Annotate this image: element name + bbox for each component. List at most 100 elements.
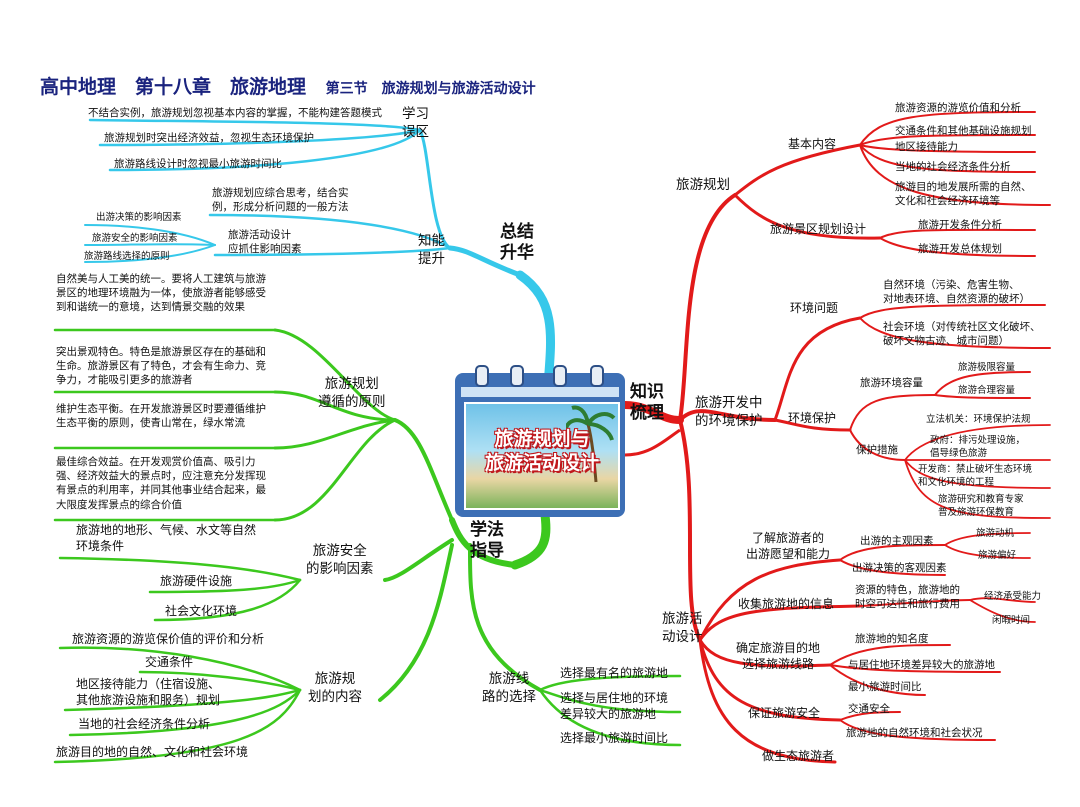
hub-knowledge-line2: 梳理 [630, 403, 664, 424]
calendar-ring-icon [510, 365, 524, 387]
node-ability: 知能 提升 [418, 232, 445, 268]
node-activity-line1: 旅游活 [662, 611, 703, 627]
node-eco-tourist: 做生态旅游者 [762, 749, 835, 763]
node-safety-factors: 旅游安全 的影响因素 [306, 542, 374, 578]
hub-method-line2: 指导 [470, 541, 504, 562]
route-item-2-line2: 差异较大的旅游地 [560, 707, 657, 722]
node-env-protect: 环境保护 [788, 411, 837, 425]
route-item: 选择最有名的旅游地 [560, 666, 669, 680]
node-route-line1: 旅游线 [488, 671, 530, 687]
node-mistakes-line1: 学习 [402, 106, 429, 122]
capacity-item: 旅游合理容量 [958, 385, 1016, 396]
node-mistakes: 学习 误区 [402, 105, 429, 141]
measure-gov: 政府：排污处理设施， 倡导绿色旅游 [930, 435, 1025, 461]
scenic-item: 旅游开发总体规划 [918, 243, 1002, 255]
calendar-ring-icon [475, 365, 489, 387]
node-principles: 旅游规划 遵循的原则 [318, 375, 386, 411]
measure-edu: 旅游研究和教育专家 普及旅游环保教育 [938, 494, 1024, 520]
safety-item-1-line1: 旅游地的地形、气候、水文等自然 [76, 523, 257, 537]
route-item: 选择最小旅游时间比 [560, 731, 669, 745]
measure-gov-line1: 政府：排污处理设施， [930, 435, 1026, 446]
node-wish: 了解旅游者的 出游愿望和能力 [746, 530, 830, 562]
collect-item: 资源的特色，旅游地的 时空可达性和旅行费用 [855, 583, 960, 611]
node-principles-line2: 遵循的原则 [318, 394, 386, 411]
collect-item-line1: 资源的特色，旅游地的 [855, 584, 960, 596]
title-section: 第三节 旅游规划与旅游活动设计 [325, 81, 536, 97]
ability-item-2-line1: 旅游活动设计 [228, 229, 291, 241]
node-env-line2: 的环境保护 [695, 413, 763, 430]
ensure-safety-item: 交通安全 [848, 703, 890, 715]
issue-natural-line2: 对地表环境、自然资源的破坏） [883, 293, 1030, 306]
principle-item: 维护生态平衡。在开发旅游景区时要遵循维护生态平衡的原则，使青山常在，绿水常流 [56, 403, 266, 430]
basic-item: 旅游目的地发展所需的自然、 文化和社会经济环境等 [895, 180, 1032, 208]
measure-dev-line2: 和文化环境的工程 [918, 476, 995, 488]
node-measures: 保护措施 [856, 444, 898, 456]
mistake-item: 旅游规划时突出经济效益，忽视生态环境保护 [104, 132, 314, 144]
node-ensure-safety: 保证旅游安全 [748, 706, 821, 720]
basic-item-5-line2: 文化和社会经济环境等 [895, 195, 1000, 208]
content-item: 交通条件 [145, 655, 194, 669]
collect-sub-item: 闲暇时间 [992, 615, 1031, 626]
ability-item-1-line2: 例，形成分析问题的一般方法 [212, 201, 349, 214]
basic-item: 交通条件和其他基础设施规划 [895, 125, 1032, 137]
capacity-item: 旅游极限容量 [958, 362, 1016, 373]
measure-gov-line2: 倡导绿色旅游 [930, 447, 988, 459]
node-content-line1: 旅游规 [314, 671, 356, 687]
issue-social: 社会环境（对传统社区文化破坏、 破坏文物古迹、城市问题） [883, 320, 1041, 348]
route-decide-item: 旅游地的知名度 [855, 633, 929, 645]
node-env-protection: 旅游开发中 的环境保护 [695, 394, 763, 430]
principle-item: 最佳综合效益。在开发观赏价值高、吸引力强、经济效益大的景点时，应注意充分发挥现有… [56, 456, 266, 511]
measure-dev: 开发商：禁止破坏生态环境 和文化环境的工程 [918, 464, 1032, 490]
collect-sub-item: 经济承受能力 [984, 591, 1042, 602]
mistake-item: 旅游路线设计时忽视最小旅游时间比 [114, 158, 282, 170]
hub-method: 学法 指导 [470, 520, 504, 563]
ability-item-2: 旅游活动设计 应抓住影响因素 [228, 228, 302, 256]
beach-picture: 旅游规划与 旅游活动设计 [464, 402, 620, 510]
method-branch-lines [53, 328, 682, 764]
mistake-item: 不结合实例，旅游规划忽视基本内容的掌握，不能构建答题模式 [88, 107, 382, 119]
measure-edu-line1: 旅游研究和教育专家 [938, 494, 1024, 505]
content-item: 旅游目的地的自然、文化和社会环境 [56, 745, 249, 759]
ability-item-1: 旅游规划应综合思考，结合实 例，形成分析问题的一般方法 [212, 186, 349, 214]
route-item-2-line1: 选择与居住地的环境 [560, 691, 669, 705]
calendar-ring-icon [590, 365, 604, 387]
issue-natural-line1: 自然环境（污染、危害生物、 [883, 279, 1020, 291]
hub-knowledge: 知识 梳理 [630, 382, 664, 425]
ensure-safety-item: 旅游地的自然环境和社会状况 [846, 727, 983, 739]
route-decide-item: 与居住地环境差异较大的旅游地 [848, 659, 995, 671]
content-item: 当地的社会经济条件分析 [78, 717, 211, 731]
page-title: 高中地理 第十八章 旅游地理 第三节 旅游规划与旅游活动设计 [40, 72, 536, 99]
center-line-1: 旅游规划与 [494, 428, 590, 450]
node-mistakes-line2: 误区 [402, 124, 429, 141]
node-ability-line1: 知能 [418, 233, 445, 249]
content-item-3-line1: 地区接待能力（住宿设施、 [76, 677, 221, 691]
safety-item-1-line2: 环境条件 [76, 539, 125, 554]
basic-item: 旅游资源的游览价值和分析 [895, 102, 1021, 114]
node-activity-design: 旅游活 动设计 [662, 610, 703, 646]
hub-method-line1: 学法 [470, 520, 504, 540]
content-item: 地区接待能力（住宿设施、 其他旅游设施和服务）规划 [76, 676, 220, 708]
safety-item: 旅游地的地形、气候、水文等自然 环境条件 [76, 522, 256, 554]
node-route-decide: 确定旅游目的地 选择旅游线路 [736, 640, 820, 672]
node-plan-content: 旅游规 划的内容 [308, 670, 362, 706]
hub-summary: 总结 升华 [500, 222, 534, 265]
ability-sub-item: 旅游路线选择的原则 [84, 251, 170, 262]
knowledge-branch-lines [621, 111, 1051, 764]
node-safety-line1: 旅游安全 [312, 543, 367, 559]
measure-edu-line2: 普及旅游环保教育 [938, 506, 1015, 518]
node-route-choice: 旅游线 路的选择 [482, 670, 536, 706]
route-decide-item: 最小旅游时间比 [848, 681, 922, 693]
center-title: 旅游规划与 旅游活动设计 [466, 428, 618, 476]
node-content-line2: 划的内容 [308, 689, 362, 706]
node-route-line2: 路的选择 [482, 689, 536, 706]
node-route-decide-line1: 确定旅游目的地 [736, 641, 821, 655]
route-item: 选择与居住地的环境 差异较大的旅游地 [560, 690, 668, 722]
basic-item-5-line1: 旅游目的地发展所需的自然、 [895, 181, 1032, 193]
measure-dev-line1: 开发商：禁止破坏生态环境 [918, 464, 1033, 475]
issue-natural: 自然环境（污染、危害生物、 对地表环境、自然资源的破坏） [883, 278, 1030, 306]
content-item-3-line2: 其他旅游设施和服务）规划 [76, 693, 221, 708]
wish-subjective-item: 旅游偏好 [978, 550, 1017, 561]
principle-item: 突出景观特色。特色是旅游景区存在的基础和生命。旅游景区有了特色，才会有生命力、竞… [56, 346, 266, 387]
wish-subjective: 出游的主观因素 [860, 535, 934, 547]
